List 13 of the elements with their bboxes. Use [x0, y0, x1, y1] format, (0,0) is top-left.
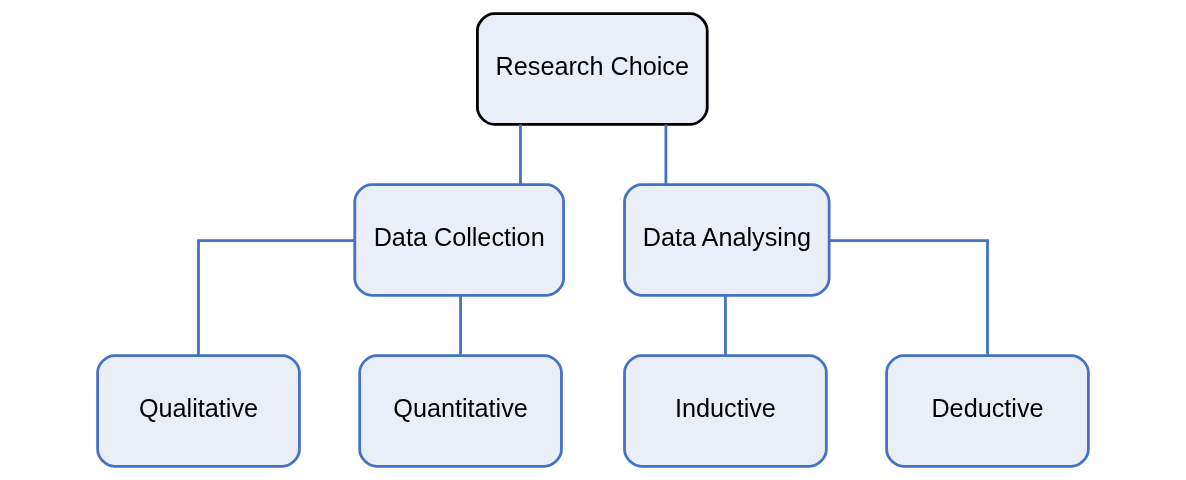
- node-box: Deductive: [885, 354, 1090, 468]
- node-box: Data Analysing: [623, 183, 831, 297]
- node-box: Data Collection: [353, 183, 565, 297]
- node-box: Quantitative: [358, 354, 563, 468]
- connector: [197, 239, 355, 356]
- connector: [519, 124, 522, 185]
- connector: [664, 124, 668, 185]
- node-box: Qualitative: [96, 354, 301, 468]
- connector: [459, 295, 462, 356]
- connector: [724, 295, 727, 356]
- node-box: Inductive: [623, 354, 828, 468]
- connector: [829, 239, 989, 356]
- node-box: Research Choice: [476, 12, 709, 126]
